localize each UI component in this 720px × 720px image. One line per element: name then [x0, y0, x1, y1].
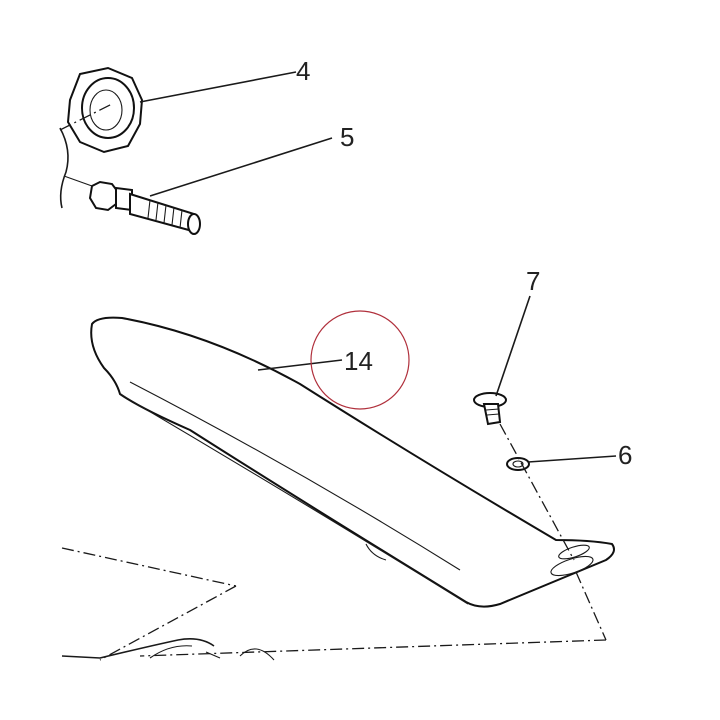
- part-6-washer[interactable]: [506, 457, 530, 471]
- callout-5: 5: [340, 122, 354, 152]
- part-5-bolt[interactable]: [88, 180, 201, 235]
- axis-line-4: [59, 103, 113, 131]
- callout-4: 4: [296, 56, 310, 86]
- assembly-lines: [61, 423, 607, 661]
- callout-6: 6: [618, 440, 632, 470]
- callout-14: 14: [344, 346, 373, 376]
- leader-lines: [139, 71, 617, 463]
- frame-fragment: [59, 127, 93, 209]
- part-14-cover[interactable]: [90, 316, 615, 608]
- part-7-screw[interactable]: [473, 392, 507, 426]
- callout-7: 7: [526, 266, 540, 296]
- lower-frame-fragment: [61, 638, 275, 661]
- highlight-circle: [310, 310, 410, 410]
- part-4-flange-nut[interactable]: [66, 66, 144, 154]
